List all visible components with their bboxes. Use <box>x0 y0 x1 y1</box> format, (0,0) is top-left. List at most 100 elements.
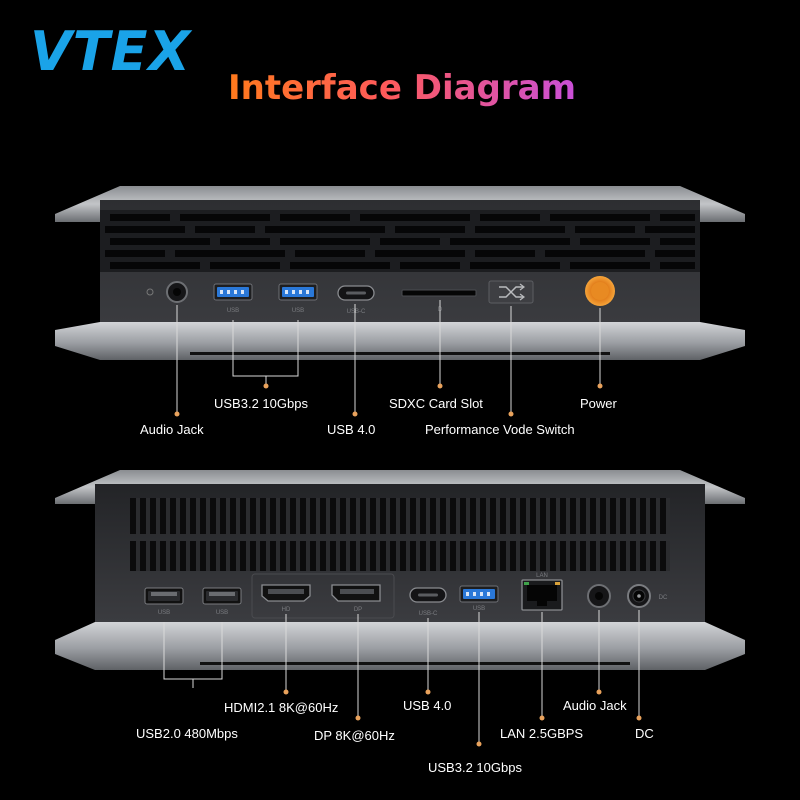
vent-rib <box>626 498 630 534</box>
vent-rib <box>346 498 350 534</box>
rear-bottom-plate <box>55 622 745 670</box>
vent-rib <box>286 541 290 571</box>
vent-rib <box>636 541 640 571</box>
vent-rib <box>516 498 520 534</box>
front-audio-jack <box>166 281 188 303</box>
vent-rib <box>306 498 310 534</box>
vent-rib <box>206 498 210 534</box>
front-sd-slot <box>401 289 477 297</box>
vent-rib <box>406 541 410 571</box>
vent-rib <box>226 498 230 534</box>
vent-rib <box>216 498 220 534</box>
label-front-usb40: USB 4.0 <box>327 422 376 437</box>
vent-rib <box>606 498 610 534</box>
vent-rib <box>136 498 140 534</box>
vent-rib <box>506 498 510 534</box>
vent-rib <box>256 498 260 534</box>
front-usb3-port-2 <box>278 283 318 301</box>
power-button <box>585 276 615 306</box>
vent-rib <box>146 541 150 571</box>
vent-rib <box>326 498 330 534</box>
vent-rib <box>596 498 600 534</box>
vent-rib <box>466 498 470 534</box>
label-dp: DP 8K@60Hz <box>314 728 395 743</box>
label-dc: DC <box>635 726 654 741</box>
vent-rib <box>476 541 480 571</box>
vent-rib <box>366 541 370 571</box>
vent-rib <box>426 498 430 534</box>
front-bottom-plate <box>55 322 745 360</box>
vent-rib <box>576 541 580 571</box>
label-perf-switch: Performance Vode Switch <box>425 422 575 437</box>
label-rear-usb32: USB3.2 10Gbps <box>428 760 522 775</box>
vent-rib <box>196 498 200 534</box>
vent-rib <box>366 498 370 534</box>
rear-video-panel <box>251 573 395 619</box>
vent-rib <box>666 498 670 534</box>
vent-rib <box>306 541 310 571</box>
vent-rib <box>586 541 590 571</box>
vent-rib <box>406 498 410 534</box>
vent-rib <box>326 541 330 571</box>
vent-rib <box>386 498 390 534</box>
vent-rib <box>156 498 160 534</box>
vent-rib <box>376 541 380 571</box>
vent-rib <box>356 541 360 571</box>
vent-rib <box>466 541 470 571</box>
vent-rib <box>636 498 640 534</box>
vent-rib <box>266 541 270 571</box>
rear-usb-mark-1: USB <box>158 610 170 616</box>
vent-rib <box>346 541 350 571</box>
label-rear-usb40: USB 4.0 <box>403 698 452 713</box>
vent-rib <box>646 541 650 571</box>
vent-rib <box>396 498 400 534</box>
vent-rib <box>296 498 300 534</box>
vent-rib <box>566 541 570 571</box>
vent-rib <box>146 498 150 534</box>
vent-rib <box>526 498 530 534</box>
vent-rib <box>536 541 540 571</box>
front-foot <box>190 352 610 355</box>
label-rear-audio: Audio Jack <box>563 698 627 713</box>
vent-rib <box>136 541 140 571</box>
hdmi-mark: HD <box>282 607 291 613</box>
vent-rib <box>446 498 450 534</box>
vent-rib <box>356 498 360 534</box>
displayport-port <box>331 584 381 602</box>
vent-rib <box>186 498 190 534</box>
vent-rib <box>206 541 210 571</box>
front-usb3-port-1 <box>213 283 253 301</box>
vent-rib <box>286 498 290 534</box>
label-front-usb32: USB3.2 10Gbps <box>214 396 308 411</box>
vent-rib <box>246 541 250 571</box>
rear-usb3-mark: USB <box>473 606 485 612</box>
vent-rib <box>316 498 320 534</box>
lan-mark: LAN <box>536 573 548 579</box>
vent-rib <box>556 541 560 571</box>
front-leader-dots <box>174 383 603 417</box>
rear-leaders <box>163 610 640 742</box>
vent-rib <box>236 541 240 571</box>
front-vent-slots <box>105 214 695 269</box>
vent-rib <box>446 541 450 571</box>
front-usb-mark-1: USB <box>227 308 239 314</box>
lan-port <box>521 579 563 611</box>
vent-rib <box>606 541 610 571</box>
rear-usbc-port <box>409 587 447 603</box>
vent-rib <box>546 541 550 571</box>
vent-rib <box>276 498 280 534</box>
label-lan: LAN 2.5GBPS <box>500 726 584 741</box>
vent-rib <box>536 498 540 534</box>
vent-rib <box>166 541 170 571</box>
vent-rib <box>646 498 650 534</box>
vent-rib <box>616 498 620 534</box>
rear-foot <box>200 662 630 665</box>
label-power: Power <box>580 396 617 411</box>
label-sdxc: SDXC Card Slot <box>389 396 483 411</box>
brand-logo: VTEX <box>30 20 192 83</box>
vent-rib <box>176 541 180 571</box>
vent-rib <box>186 541 190 571</box>
vent-rib <box>396 541 400 571</box>
vent-rib <box>196 541 200 571</box>
